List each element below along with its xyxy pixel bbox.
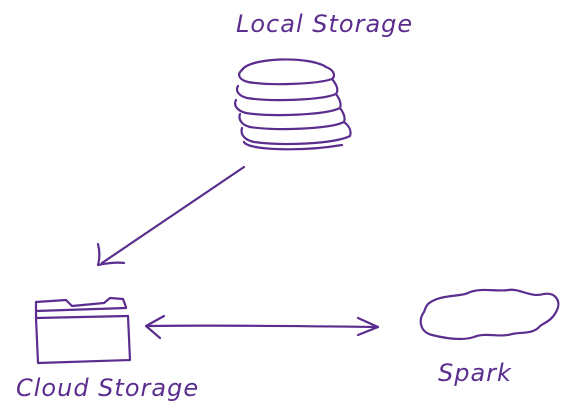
- folder-icon: [34, 296, 132, 365]
- disk-stack-icon: [234, 58, 352, 151]
- node-spark: Spark: [419, 288, 560, 387]
- arrow-local-to-cloud: [96, 165, 246, 267]
- node-local-storage: Local Storage: [234, 10, 413, 151]
- local-storage-label: Local Storage: [236, 10, 413, 38]
- node-cloud-storage: Cloud Storage: [16, 296, 199, 402]
- cloud-storage-label: Cloud Storage: [16, 374, 199, 402]
- arrow-cloud-spark-bidirectional: [144, 314, 380, 340]
- spark-label: Spark: [438, 359, 512, 387]
- cloud-blob-icon: [419, 288, 560, 341]
